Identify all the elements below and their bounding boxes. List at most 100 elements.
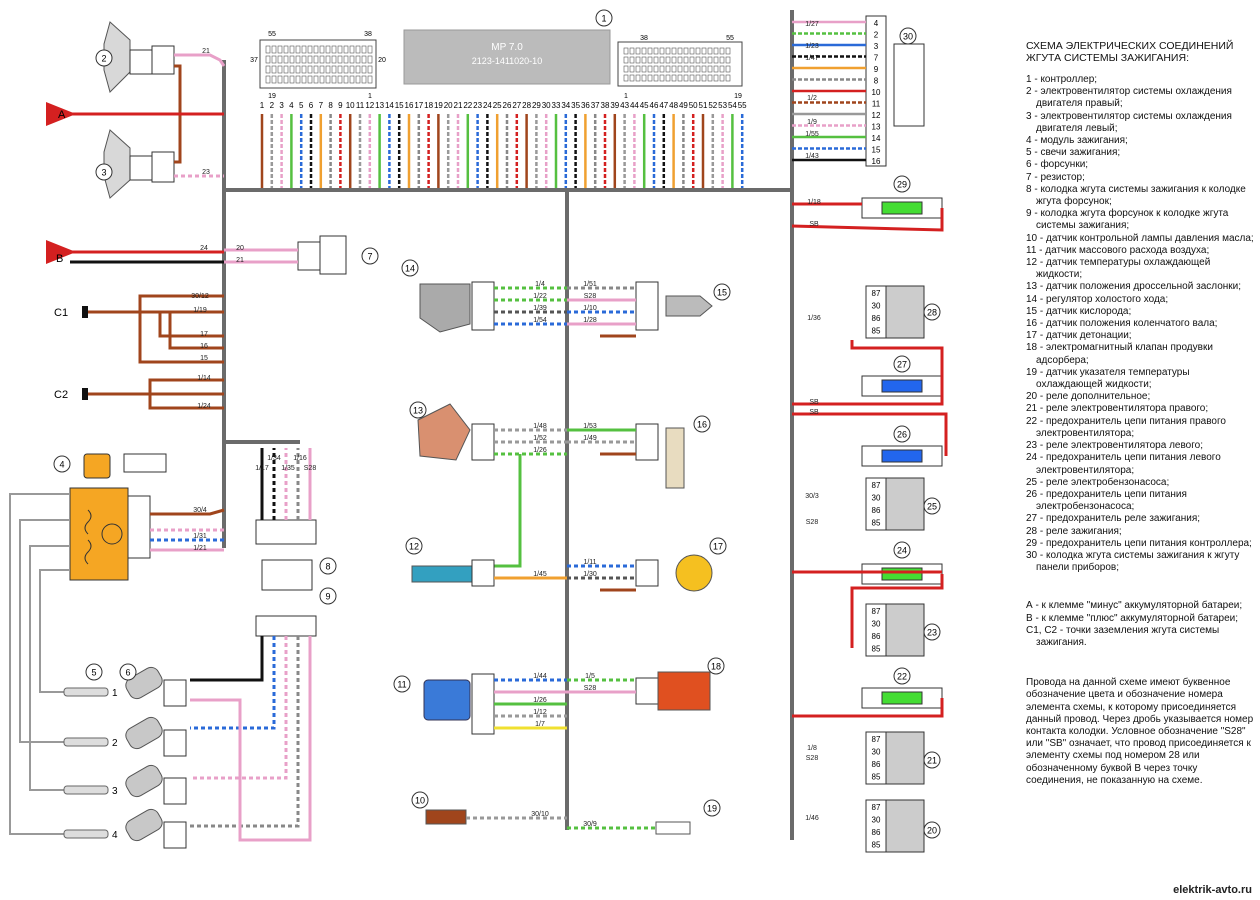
injector-connector bbox=[163, 777, 187, 805]
wire-label: 15 bbox=[200, 355, 208, 362]
controller-pin-number: 24 bbox=[483, 101, 492, 110]
wire-label: 1/34 bbox=[267, 455, 281, 462]
controller-pin-number: 36 bbox=[581, 101, 590, 110]
controller-pin-cell bbox=[701, 47, 707, 55]
wire-label: 1/4 bbox=[535, 281, 545, 288]
controller-pin-number: 17 bbox=[414, 101, 423, 110]
oxygen-sensor-wires bbox=[567, 286, 636, 338]
legend-item: 15 - датчик кислорода; bbox=[1026, 305, 1132, 317]
controller-pin-cell bbox=[725, 65, 731, 73]
component-number: 15 bbox=[717, 288, 727, 298]
controller-pin-cell bbox=[337, 45, 343, 54]
spark-plug bbox=[63, 785, 109, 795]
wire-label: 30/12 bbox=[191, 293, 209, 300]
controller-pin-number: 51 bbox=[699, 101, 708, 110]
legend-item: 19 - датчик указателя температуры охлажд… bbox=[1026, 366, 1190, 391]
relay-pin-number: 30 bbox=[872, 494, 881, 503]
legend-item: 1 - контроллер; bbox=[1026, 74, 1098, 85]
spark-plug-number: 2 bbox=[112, 738, 118, 749]
wire-label: 1/5 bbox=[585, 673, 595, 680]
fuse-element bbox=[881, 449, 923, 463]
legend-item: 27 - предохранитель реле зажигания; bbox=[1026, 513, 1201, 525]
controller-pin-cell bbox=[319, 75, 325, 84]
wire-label: 1/30 bbox=[583, 571, 597, 578]
legend-item: 24 - предохранитель цепи питания левого … bbox=[1026, 452, 1221, 476]
controller-pin-cell bbox=[331, 75, 337, 84]
wire-label: 1/16 bbox=[293, 455, 307, 462]
component-number-circle bbox=[401, 259, 419, 277]
legend-item: 4 - модуль зажигания; bbox=[1026, 135, 1128, 147]
legend-title: СХЕМА ЭЛЕКТРИЧЕСКИХ СОЕДИНЕНИЙ ЖГУТА СИС… bbox=[1026, 40, 1234, 64]
relay-pin-number: 86 bbox=[872, 760, 881, 769]
wire-label: 1/31 bbox=[193, 533, 207, 540]
controller-pin-cell bbox=[623, 56, 629, 64]
relay-pin-number: 87 bbox=[872, 481, 881, 490]
controller-pin-cell bbox=[719, 56, 725, 64]
controller-pin-cell bbox=[283, 55, 289, 64]
controller-pin-cell bbox=[265, 75, 271, 84]
wire-label: 1/14 bbox=[197, 375, 211, 382]
wire-label: 30/10 bbox=[531, 811, 549, 818]
controller-pin-cell bbox=[313, 75, 319, 84]
component-number: 23 bbox=[927, 628, 937, 638]
component-number: 28 bbox=[927, 308, 937, 318]
crankshaft-sensor-wires bbox=[567, 428, 636, 456]
controller-pin-label: 19 bbox=[734, 93, 742, 100]
controller-pin-cell bbox=[707, 65, 713, 73]
injector-harness-wires bbox=[190, 448, 312, 842]
component-number-circle bbox=[893, 175, 911, 193]
controller-pin-cell bbox=[319, 45, 325, 54]
power-wire bbox=[850, 340, 944, 386]
component-number-circle bbox=[319, 587, 337, 605]
connector-30-pin-number: 11 bbox=[872, 100, 881, 109]
fan-wires bbox=[174, 53, 226, 178]
wire-label: 1/8 bbox=[807, 745, 817, 752]
controller-pin-wires bbox=[260, 114, 744, 188]
controller-pin-number: 8 bbox=[328, 101, 333, 110]
fuse-element bbox=[881, 201, 923, 215]
controller-pin-cell bbox=[307, 65, 313, 74]
controller-pin-cell bbox=[713, 47, 719, 55]
wire-label: 21 bbox=[202, 48, 210, 55]
controller-pin-cell bbox=[343, 75, 349, 84]
ground-c2-label: С2 bbox=[54, 389, 68, 401]
controller-pin-cell bbox=[355, 65, 361, 74]
component-number-circle bbox=[923, 821, 941, 839]
controller-pin-cell bbox=[659, 74, 665, 82]
controller-pin-cell bbox=[641, 56, 647, 64]
controller-pin-label: 55 bbox=[268, 31, 276, 38]
controller-pin-cell bbox=[719, 47, 725, 55]
controller-model: MP 7.0 bbox=[491, 42, 523, 53]
relay-pin-number: 86 bbox=[872, 506, 881, 515]
controller-pin-cell bbox=[301, 45, 307, 54]
component-number: 22 bbox=[897, 672, 907, 682]
controller-pin-cell bbox=[677, 74, 683, 82]
controller-pin-number: 9 bbox=[338, 101, 343, 110]
idle-regulator-14 bbox=[419, 281, 495, 333]
legend-item: 2 - электровентилятор системы охлаждения… bbox=[1026, 86, 1232, 110]
relay-body bbox=[885, 799, 925, 853]
idle-regulator-wires bbox=[494, 286, 567, 326]
temp-gauge-sensor-19 bbox=[655, 821, 691, 835]
controller-pin-cell bbox=[367, 55, 373, 64]
connector-30-pin-number: 4 bbox=[874, 19, 879, 28]
controller-pin-number: 25 bbox=[493, 101, 502, 110]
controller-pin-cell bbox=[647, 65, 653, 73]
component-number-circle bbox=[923, 751, 941, 769]
controller-pin-cell bbox=[307, 45, 313, 54]
component-number: 17 bbox=[713, 542, 723, 552]
connector-8-9 bbox=[255, 519, 317, 637]
legend-item: 20 - реле дополнительное; bbox=[1026, 391, 1151, 403]
controller-pin-cell bbox=[659, 65, 665, 73]
right-side-wires bbox=[791, 202, 948, 718]
legend-item: 28 - реле зажигания; bbox=[1026, 525, 1122, 537]
controller-pin-number: 16 bbox=[405, 101, 414, 110]
controller-pin-number: 7 bbox=[319, 101, 324, 110]
controller-pin-cell bbox=[695, 56, 701, 64]
component-number-circle bbox=[893, 425, 911, 443]
controller-pin-number: 26 bbox=[503, 101, 512, 110]
controller-pin-number: 15 bbox=[395, 101, 404, 110]
wire-label: 20 bbox=[236, 245, 244, 252]
